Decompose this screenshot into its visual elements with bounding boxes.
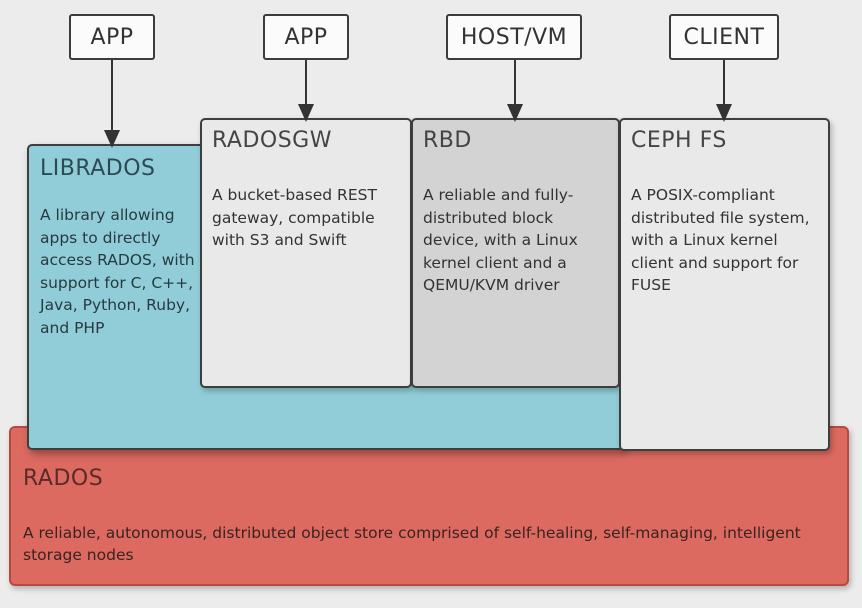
rados-title: RADOS [23, 466, 104, 491]
app-label-2: APP [284, 24, 328, 50]
rbd-box: RBD A reliable and fully-distributed blo… [411, 118, 620, 388]
rados-layer: RADOS A reliable, autonomous, distribute… [9, 426, 849, 586]
app-label-1: APP [90, 24, 134, 50]
client-box: CLIENT [669, 14, 779, 60]
radosgw-title: RADOSGW [212, 128, 332, 153]
librados-description: A library allowing apps to directly acce… [40, 206, 195, 337]
cephfs-description: A POSIX-compliant distributed file syste… [631, 186, 810, 294]
app-box-1: APP [69, 14, 155, 60]
radosgw-description: A bucket-based REST gateway, compatible … [212, 186, 377, 249]
rbd-description: A reliable and fully-distributed block d… [423, 186, 578, 294]
client-label: CLIENT [683, 24, 765, 50]
app-box-2: APP [263, 14, 349, 60]
rados-description: A reliable, autonomous, distributed obje… [23, 524, 801, 564]
hostvm-box: HOST/VM [446, 14, 582, 60]
cephfs-title: CEPH FS [631, 128, 727, 153]
rbd-title: RBD [423, 128, 472, 153]
hostvm-label: HOST/VM [460, 24, 568, 50]
cephfs-box: CEPH FS A POSIX-compliant distributed fi… [619, 118, 830, 451]
librados-title: LIBRADOS [40, 156, 156, 181]
radosgw-box: RADOSGW A bucket-based REST gateway, com… [200, 118, 412, 388]
